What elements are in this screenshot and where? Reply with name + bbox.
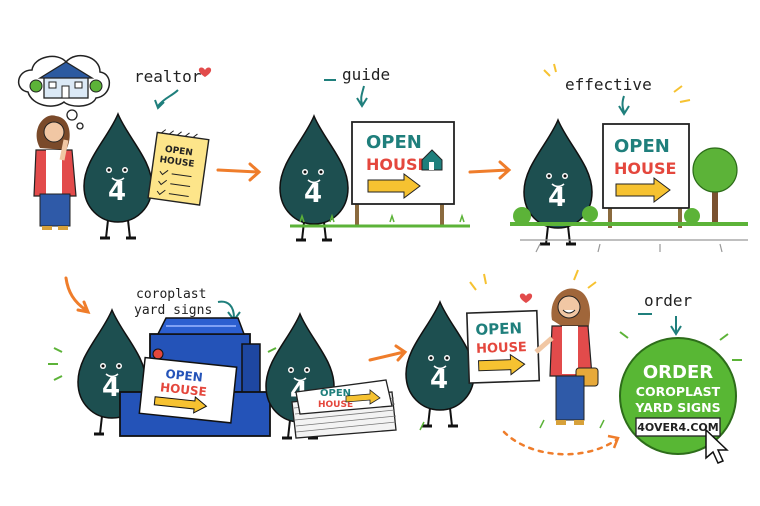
flow-arrow-3: [64, 276, 91, 315]
pointer-arrow-guide: [356, 85, 368, 108]
cta-line2: COROPLAST: [636, 384, 721, 399]
cta-url[interactable]: 4OVER4.COM: [637, 421, 718, 434]
flow-arrow-1: [216, 162, 262, 182]
print-line2: HOUSE: [159, 380, 207, 399]
notepad-line2: HOUSE: [159, 155, 195, 170]
flow-arrow-2: [468, 160, 512, 180]
print-line1: OPEN: [165, 367, 204, 385]
mascot-drop-2: 4: [278, 114, 350, 242]
sign-stack: OPEN HOUSE: [291, 379, 397, 439]
house-icon: [29, 61, 103, 99]
label-coroplast-1: coroplast: [136, 287, 206, 302]
mascot-drop-6: 4: [404, 300, 476, 428]
sign2-line1: OPEN: [614, 136, 670, 157]
tree: [692, 147, 738, 222]
label-guide: guide: [342, 65, 390, 84]
svg-text:4: 4: [430, 365, 448, 395]
svg-text:4: 4: [304, 179, 322, 209]
sign3-line1: OPEN: [475, 319, 522, 339]
mascot-drop: 4: [82, 112, 154, 240]
flow-arrow-4: [368, 344, 408, 362]
open-house-sign-1: OPEN HOUSE: [351, 121, 455, 226]
pointer-arrow-coroplast: [217, 300, 241, 322]
open-house-sign-3: OPEN HOUSE: [466, 309, 541, 384]
svg-text:4: 4: [548, 183, 566, 213]
stack-line2: HOUSE: [318, 400, 353, 410]
stack-line1: OPEN: [320, 388, 351, 399]
svg-text:4: 4: [108, 177, 126, 207]
sign3-line2: HOUSE: [476, 340, 527, 357]
mascot-drop-4: 4: [76, 308, 148, 436]
notepad-line1: OPEN: [164, 145, 193, 159]
sign-line2: HOUSE: [366, 155, 428, 174]
happy-woman: [534, 288, 599, 425]
sign2-line2: HOUSE: [614, 159, 676, 178]
bushes: [513, 206, 700, 225]
home-icon: [421, 149, 443, 171]
cta-line1: ORDER: [643, 362, 713, 383]
pointer-arrow-order: [670, 315, 682, 336]
notepad: OPEN HOUSE: [147, 129, 210, 206]
mascot-drop-3: 4: [522, 118, 594, 246]
printed-sign: OPEN HOUSE: [138, 356, 238, 424]
label-realtor: realtor: [134, 67, 202, 86]
heart-icon: [198, 67, 212, 77]
cta-line3: YARD SIGNS: [634, 400, 720, 415]
order-cta-button[interactable]: ORDER COROPLAST YARD SIGNS 4OVER4.COM: [619, 337, 737, 455]
heart-icon-2: [519, 293, 533, 303]
sign-line1: OPEN: [366, 132, 422, 153]
open-house-sign-2: OPEN HOUSE: [602, 123, 690, 228]
svg-text:4: 4: [102, 373, 120, 403]
dotted-arrow: [502, 430, 618, 456]
label-coroplast-2: yard signs: [134, 303, 212, 318]
label-order: order: [644, 291, 693, 310]
label-effective: effective: [565, 75, 652, 94]
pointer-arrow-realtor: [157, 89, 179, 107]
realtor-woman: [33, 115, 77, 230]
cursor-icon: [705, 428, 729, 464]
pointer-arrow-effective: [618, 95, 630, 116]
sidewalk: [520, 239, 748, 253]
